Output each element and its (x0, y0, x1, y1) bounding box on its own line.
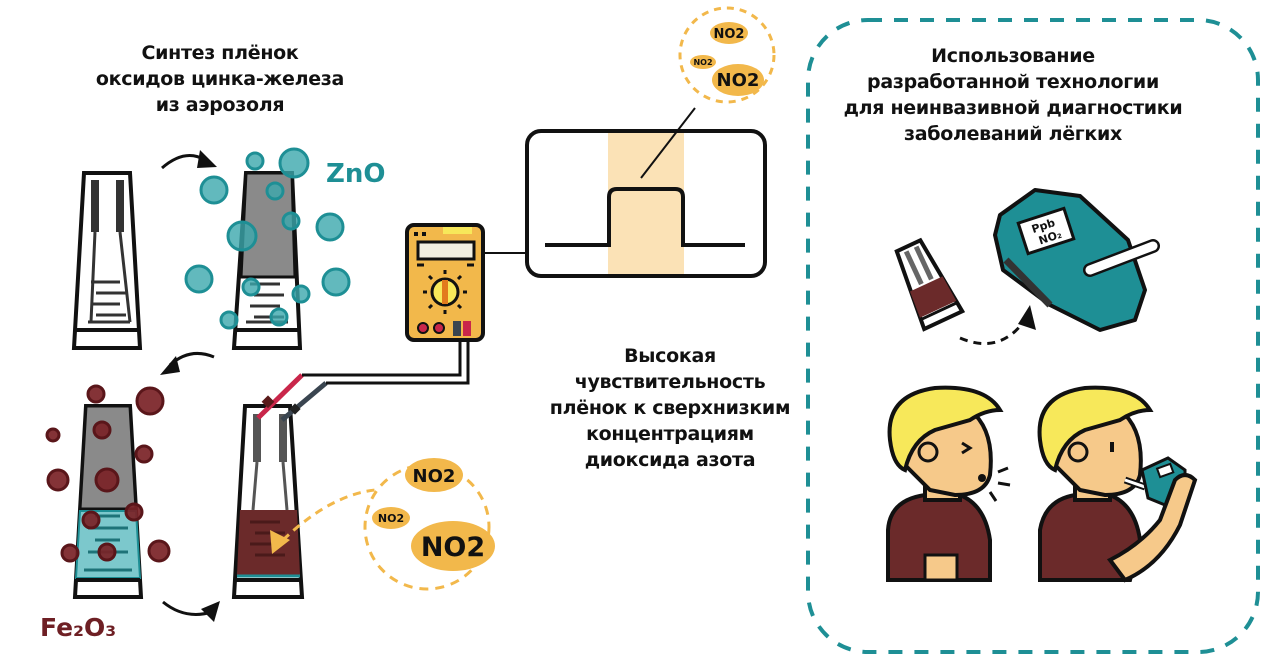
sensor-chip-small (894, 237, 966, 332)
arrow-to-zno (161, 150, 217, 170)
arrowhead-icon (1018, 305, 1036, 330)
arrow-to-measurement (162, 600, 220, 622)
no2-analyzer-device: Ppb NO₂ (993, 188, 1160, 332)
gas-bubble-small: NO2 NO2 NO2 (678, 6, 776, 104)
sensitivity-title: Высокая чувствительность плёнок к сверхн… (549, 345, 791, 471)
no2-label-large: NO2 (421, 532, 485, 563)
arrow-to-fe2o3 (160, 351, 215, 375)
signal-graph (525, 107, 767, 278)
zno-label: ZnO (326, 159, 385, 189)
sensor-zno (231, 171, 303, 350)
fe2o3-label: Fe₂O₃ (40, 613, 116, 642)
person-using-device (1037, 385, 1198, 583)
no2-label-medium: NO2 (413, 466, 456, 487)
gas-bubble-large: NO2 NO2 NO2 (363, 458, 495, 591)
gas-interaction-path (281, 488, 376, 542)
sensor-measured (231, 404, 305, 599)
no2-top-small: NO2 (693, 58, 712, 67)
no2-top-medium: NO2 (714, 27, 745, 42)
multimeter-probes (256, 334, 470, 422)
multimeter (405, 223, 485, 342)
person-exhaling (886, 385, 1011, 582)
application-title: Использование разработанной технологии д… (843, 45, 1183, 145)
response-curve (545, 187, 745, 247)
fe2o3-particles (45, 384, 171, 563)
synthesis-title: Синтез плёнок оксидов цинка-железа из аэ… (95, 42, 345, 116)
no2-top-large: NO2 (717, 70, 760, 91)
no2-label-small: NO2 (378, 512, 404, 525)
application-frame (806, 18, 1260, 654)
sensor-bare (71, 171, 143, 350)
chip-to-device-arrow (959, 319, 1027, 346)
zno-particles (184, 147, 351, 330)
